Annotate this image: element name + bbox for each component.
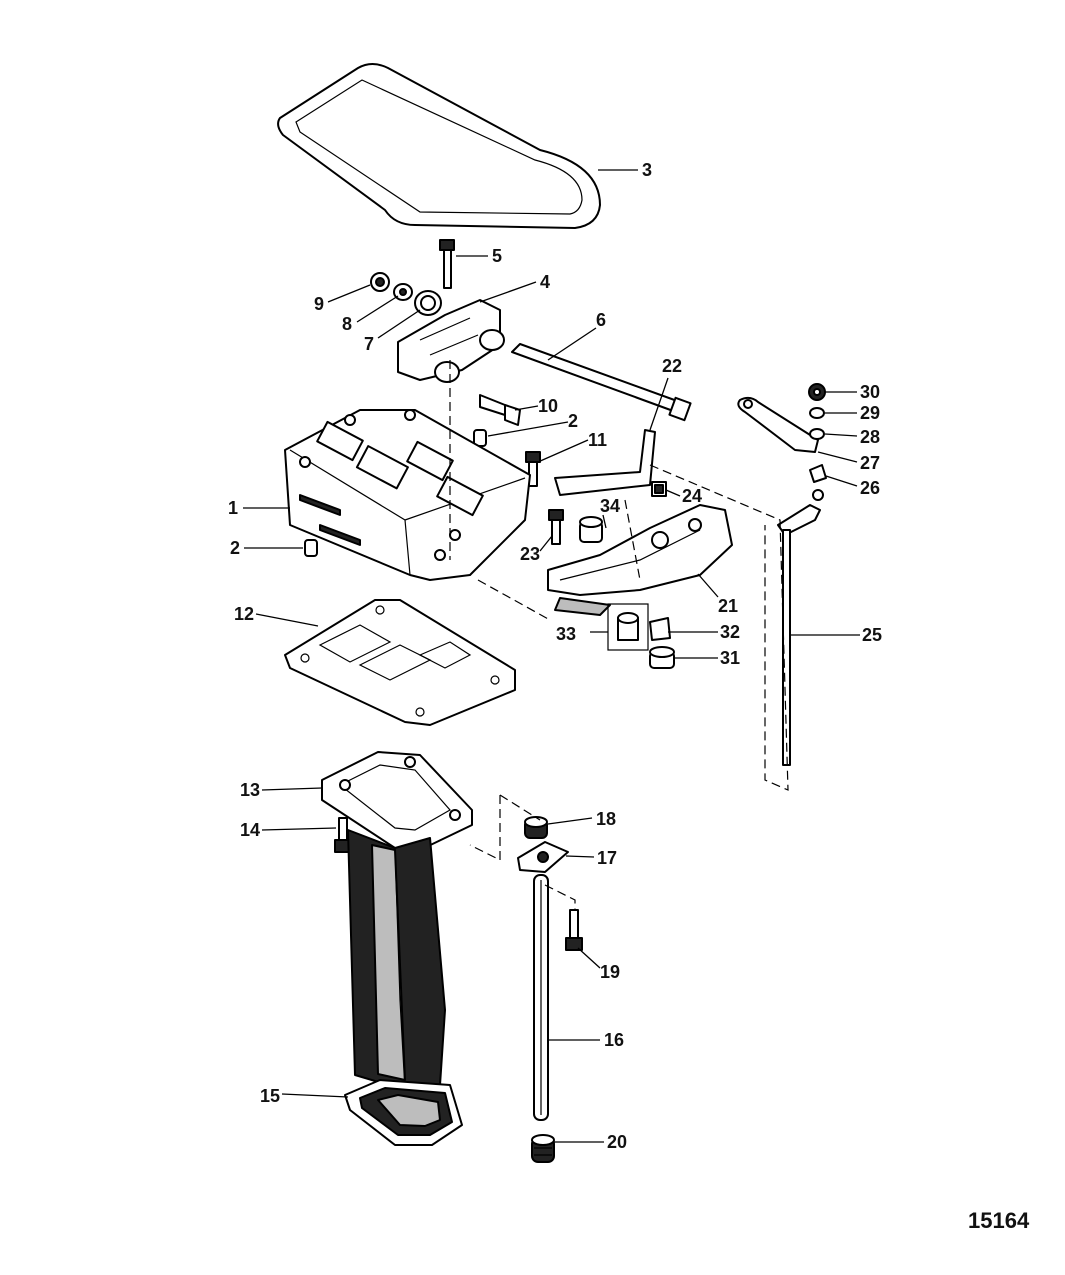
- part-33-bracket: [607, 603, 649, 651]
- part-6-long-bolt: [511, 343, 692, 422]
- callout-27: 27: [860, 453, 880, 473]
- callout-9: 9: [314, 294, 324, 314]
- callout-13: 13: [240, 780, 260, 800]
- callout-14: 14: [240, 820, 260, 840]
- callout-34: 34: [600, 496, 620, 516]
- callout-28: 28: [860, 427, 880, 447]
- callout-2-lower: 2: [230, 538, 240, 558]
- callout-20: 20: [607, 1132, 627, 1152]
- part-12-gasket: [284, 599, 516, 726]
- part-28-clip: [809, 428, 825, 440]
- callout-32: 32: [720, 622, 740, 642]
- callout-29: 29: [860, 403, 880, 423]
- part-7-seal: [414, 290, 442, 316]
- callout-19: 19: [600, 962, 620, 982]
- callout-24: 24: [682, 486, 702, 506]
- callout-7: 7: [364, 334, 374, 354]
- callout-labels: 3 5 9 8 7 4 6 10 2 11 1 2 22 23 34 24 21…: [228, 160, 882, 1152]
- part-10-fitting: [479, 394, 521, 426]
- callout-16: 16: [604, 1030, 624, 1050]
- leader-lines: [243, 169, 860, 1143]
- callout-18: 18: [596, 809, 616, 829]
- callout-6: 6: [596, 310, 606, 330]
- part-1-adapter-plate: [284, 409, 531, 581]
- callout-23: 23: [520, 544, 540, 564]
- callout-22: 22: [662, 356, 682, 376]
- part-15-seal: [344, 1079, 463, 1146]
- callout-26: 26: [860, 478, 880, 498]
- part-16-rod: [533, 874, 549, 1121]
- part-24-fastener: [651, 481, 667, 497]
- part-8-washer: [393, 283, 413, 301]
- callout-2-upper: 2: [568, 411, 578, 431]
- callout-25: 25: [862, 625, 882, 645]
- alignment-lines: [449, 360, 789, 910]
- part-29-washer: [809, 407, 825, 419]
- callout-10: 10: [538, 396, 558, 416]
- part-17-bracket: [517, 841, 569, 873]
- part-25-shift-rod: [777, 489, 824, 766]
- callout-11: 11: [588, 430, 607, 450]
- part-31-bushing: [649, 646, 675, 669]
- part-20-grommet: [531, 1134, 555, 1163]
- part-5-bolt: [439, 239, 455, 289]
- callout-12: 12: [234, 604, 254, 624]
- part-30-nut: [808, 383, 826, 401]
- callout-17: 17: [597, 848, 617, 868]
- part-4-bracket: [397, 299, 505, 383]
- callout-15: 15: [260, 1086, 280, 1106]
- callout-1: 1: [228, 498, 238, 518]
- callout-3: 3: [642, 160, 652, 180]
- part-3-seal: [277, 63, 601, 229]
- part-27-lever: [737, 396, 819, 453]
- part-21-cam-plate: [547, 504, 733, 616]
- part-34-bushing: [579, 516, 603, 543]
- part-13-housing-body: [347, 829, 446, 1091]
- part-32-clip: [649, 617, 671, 641]
- callout-4: 4: [540, 272, 550, 292]
- callout-8: 8: [342, 314, 352, 334]
- callout-5: 5: [492, 246, 502, 266]
- part-11-screw: [525, 451, 541, 487]
- part-9-nut: [370, 272, 390, 292]
- callout-21: 21: [718, 596, 738, 616]
- part-22-guide: [554, 429, 656, 496]
- callout-33: 33: [556, 624, 576, 644]
- part-23-screw: [548, 509, 564, 545]
- figure-number: 15164: [968, 1208, 1030, 1233]
- part-13-housing-flange: [321, 751, 473, 851]
- callout-30: 30: [860, 382, 880, 402]
- callout-31: 31: [720, 648, 740, 668]
- part-26-spacer: [809, 464, 827, 483]
- part-19-screw: [565, 909, 583, 951]
- part-2-dowel-lower: [304, 539, 318, 557]
- part-18-bushing: [524, 816, 548, 839]
